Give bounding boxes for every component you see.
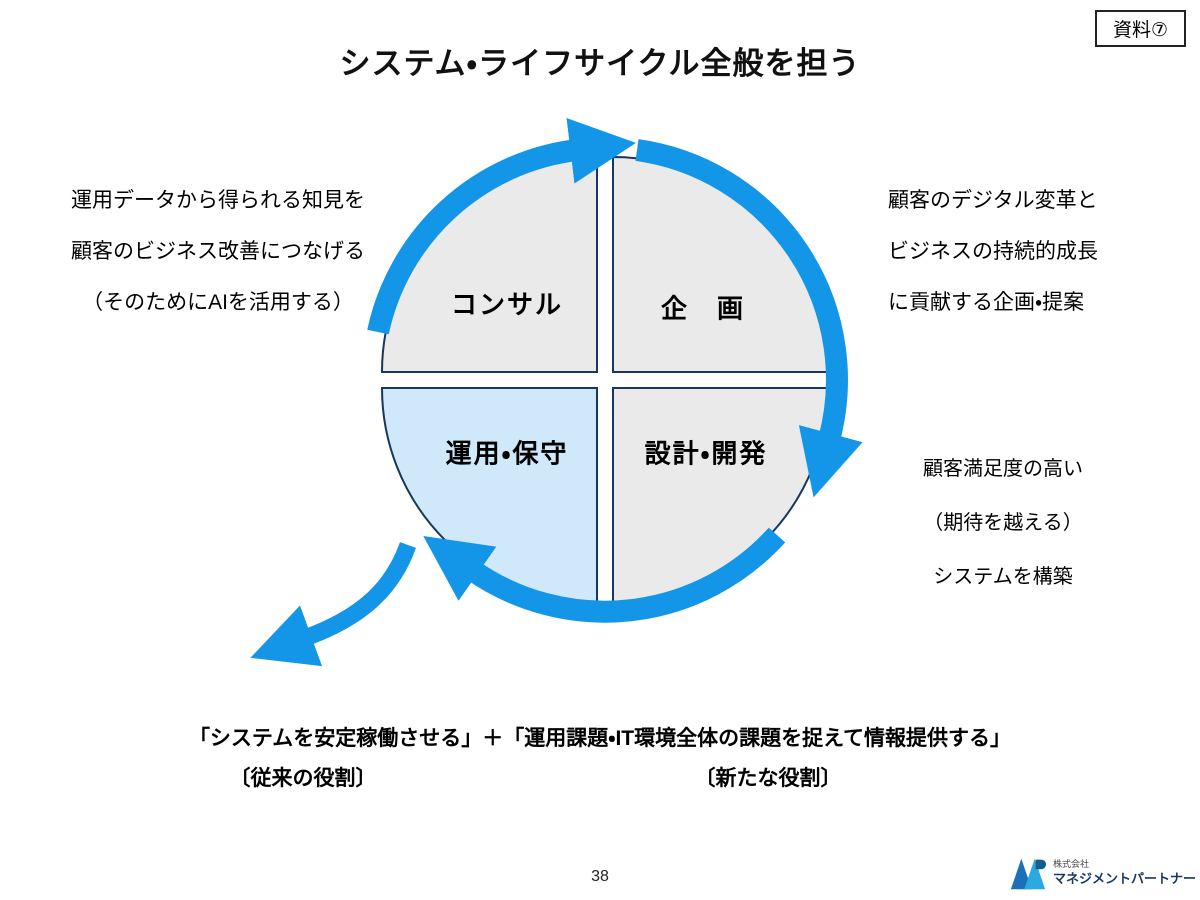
note-left: 運用データから得られる知見を 顧客のビジネス改善につなげる （そのためにAIを活… (38, 175, 398, 328)
note-line: 顧客満足度の高い (923, 458, 1083, 480)
mp-logo-icon (1010, 858, 1047, 890)
document-badge: 資料⑦ (1094, 10, 1186, 47)
new-role-label: 〔新たな役割〕 (694, 767, 842, 790)
legacy-role-label: 〔従来の役割〕 (229, 767, 377, 790)
quadrant-label-planning: 企 画 (660, 293, 746, 324)
bottom-statement: 「システムを安定稼働させる」＋「運用課題・IT環境全体の課題を捉えて情報提供する… (188, 727, 1012, 750)
logo-p-shape (1035, 859, 1047, 870)
cycle-arrow-top (367, 118, 636, 335)
note-line: （期待を越える） (923, 512, 1083, 534)
logo-company-name: マネジメントパートナー (1052, 870, 1196, 886)
company-logo: 株式会社 マネジメントパートナー (1008, 854, 1196, 892)
note-line: （そのためにAIを活用する） (82, 291, 354, 314)
note-line: システムを構築 (933, 566, 1073, 588)
page-title: システム・ライフサイクル全般を担う (339, 46, 861, 81)
quadrant-label-consulting: コンサル (450, 289, 564, 320)
logo-text: 株式会社 マネジメントパートナー (1053, 859, 1196, 887)
note-line: 顧客のビジネス改善につなげる (71, 240, 365, 263)
note-line: に貢献する企画・提案 (888, 291, 1085, 314)
logo-triangle-right (1024, 858, 1046, 890)
quadrant-label-operation: 運用・保守 (445, 438, 569, 469)
quadrant-label-design: 設計・開発 (644, 438, 768, 469)
cycle-arrow-right (635, 139, 863, 498)
note-line: 運用データから得られる知見を (71, 189, 365, 212)
page-number: 38 (591, 868, 609, 885)
note-line: ビジネスの持続的成長 (888, 240, 1098, 263)
cycle-arrow-bottom (423, 527, 786, 623)
output-swoosh-arrow (250, 542, 417, 667)
note-right-bottom: 顧客満足度の高い （期待を越える） システムを構築 (888, 442, 1118, 604)
logo-company-prefix: 株式会社 (1052, 859, 1089, 870)
note-right-top: 顧客のデジタル変革と ビジネスの持続的成長 に貢献する企画・提案 (888, 175, 1168, 328)
logo-triangle-left (1010, 858, 1032, 890)
note-line: 顧客のデジタル変革と (888, 189, 1098, 212)
